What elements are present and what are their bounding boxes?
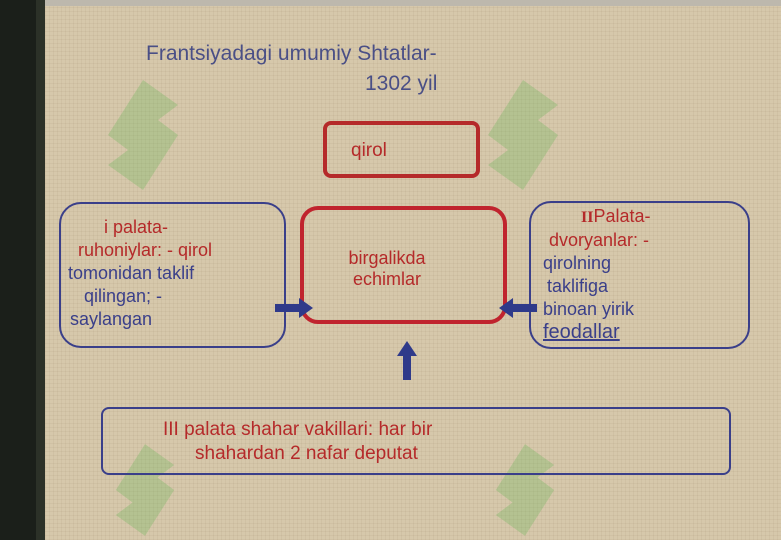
king-label: qirol bbox=[351, 140, 387, 161]
title-line-1: Frantsiyadagi umumiy Shtatlar- bbox=[146, 42, 437, 65]
slide: Frantsiyadagi umumiy Shtatlar- 1302 yil … bbox=[45, 0, 781, 540]
left-box-text: i palata- ruhoniylar: - qirol tomonidan … bbox=[68, 216, 212, 331]
right-line: qirolning bbox=[543, 253, 612, 273]
bottom-line: III palata shahar vakillari: har bir bbox=[163, 419, 433, 440]
bottom-line: shahardan 2 nafar deputat bbox=[195, 443, 418, 464]
left-line: i palata- bbox=[104, 217, 169, 237]
watermark-logo-icon bbox=[108, 80, 178, 190]
watermark-logo-icon bbox=[488, 80, 558, 190]
right-line: binoan yirik bbox=[543, 299, 635, 319]
bottom-box bbox=[101, 407, 731, 475]
right-line: feodallar bbox=[543, 321, 620, 343]
right-box-numeral: II bbox=[581, 209, 594, 226]
left-line: ruhoniylar: - qirol bbox=[78, 240, 213, 260]
right-box-text: IIPalata- dvoryanlar: - qirolning taklif… bbox=[543, 205, 651, 344]
center-line: birgalikda bbox=[348, 248, 426, 268]
right-line: dvoryanlar: - bbox=[549, 230, 650, 250]
left-frame-bar bbox=[0, 0, 45, 540]
right-arrow-icon bbox=[499, 298, 537, 318]
left-arrow-icon bbox=[275, 298, 313, 318]
left-box bbox=[59, 202, 286, 348]
left-line: saylangan bbox=[70, 309, 153, 329]
left-line: qilingan; - bbox=[84, 286, 163, 306]
right-line: Palata- bbox=[593, 206, 651, 226]
left-line: tomonidan taklif bbox=[68, 263, 195, 283]
center-text: birgalikda echimlar bbox=[337, 248, 437, 290]
right-line: taklifiga bbox=[547, 276, 609, 296]
up-arrow-icon bbox=[397, 341, 417, 380]
king-box bbox=[323, 121, 480, 178]
center-box bbox=[300, 206, 507, 324]
bottom-box-text: III palata shahar vakillari: har bir sha… bbox=[163, 418, 432, 466]
right-line-1: IIPalata- bbox=[543, 205, 651, 229]
center-line: echimlar bbox=[352, 269, 422, 289]
title-line-2: 1302 yil bbox=[365, 72, 438, 95]
right-box bbox=[529, 201, 750, 349]
